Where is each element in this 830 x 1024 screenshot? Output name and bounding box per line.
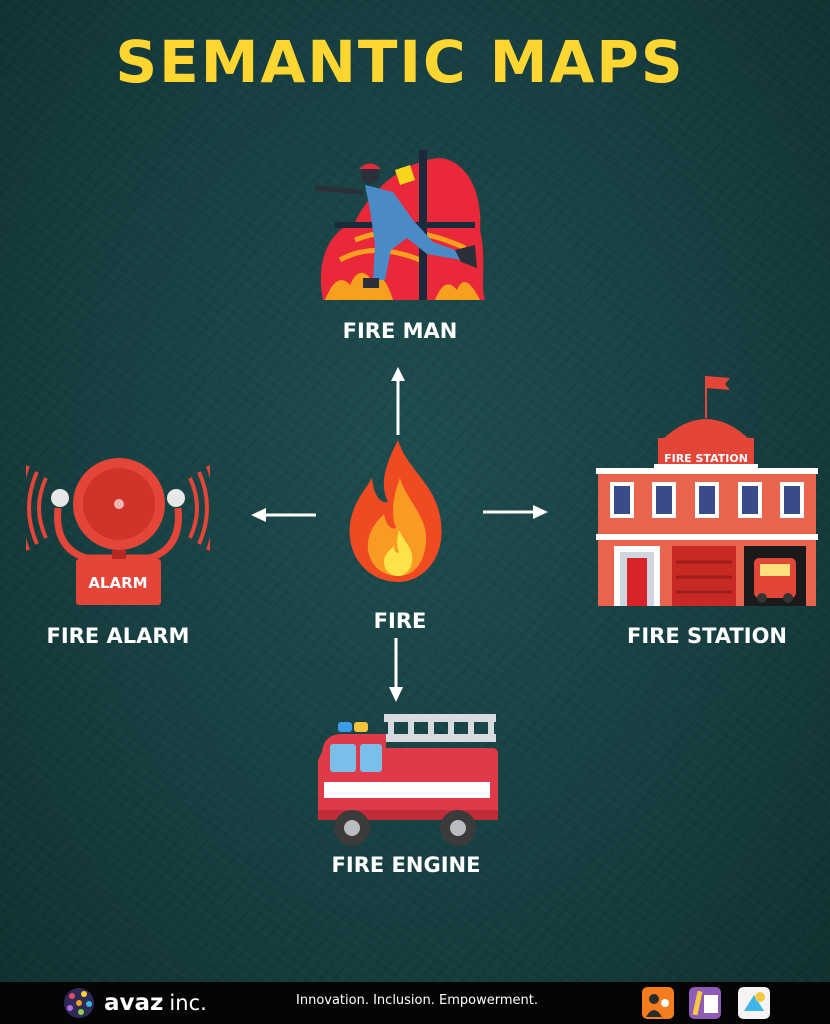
- page-title: SEMANTIC MAPS: [115, 28, 685, 96]
- fire-illustration: [349, 440, 442, 582]
- alarm-plate-text: ALARM: [88, 574, 147, 592]
- brand-mark-icon: [64, 988, 94, 1018]
- node-label-fire-man: FIRE MAN: [342, 319, 458, 343]
- avaz-app-icon[interactable]: [642, 987, 674, 1019]
- brand-suffix: inc.: [169, 991, 207, 1015]
- brand-logo: avaz inc.: [62, 986, 207, 1020]
- node-label-fire-alarm: FIRE ALARM: [46, 624, 190, 648]
- footer-bar: avaz inc. Innovation. Inclusion. Empower…: [0, 982, 830, 1024]
- fire-engine-illustration: [318, 714, 498, 846]
- station-sign-text: FIRE STATION: [664, 452, 748, 465]
- alarm-illustration: ALARM: [26, 458, 210, 605]
- fireman-illustration: [315, 150, 485, 300]
- reader-app-icon[interactable]: [738, 987, 770, 1019]
- arrow-left: [251, 508, 316, 522]
- fire-station-illustration: FIRE STATION: [596, 376, 818, 606]
- node-label-fire-engine: FIRE ENGINE: [331, 853, 481, 877]
- tagline: Innovation. Inclusion. Empowerment.: [296, 993, 538, 1008]
- arrow-down: [389, 638, 403, 702]
- brand-name: avaz: [104, 990, 164, 1016]
- writing-app-icon[interactable]: [689, 987, 721, 1019]
- arrow-right: [483, 505, 548, 519]
- node-label-fire: FIRE: [373, 609, 427, 633]
- arrow-up: [391, 367, 405, 435]
- node-label-fire-station: FIRE STATION: [627, 624, 787, 648]
